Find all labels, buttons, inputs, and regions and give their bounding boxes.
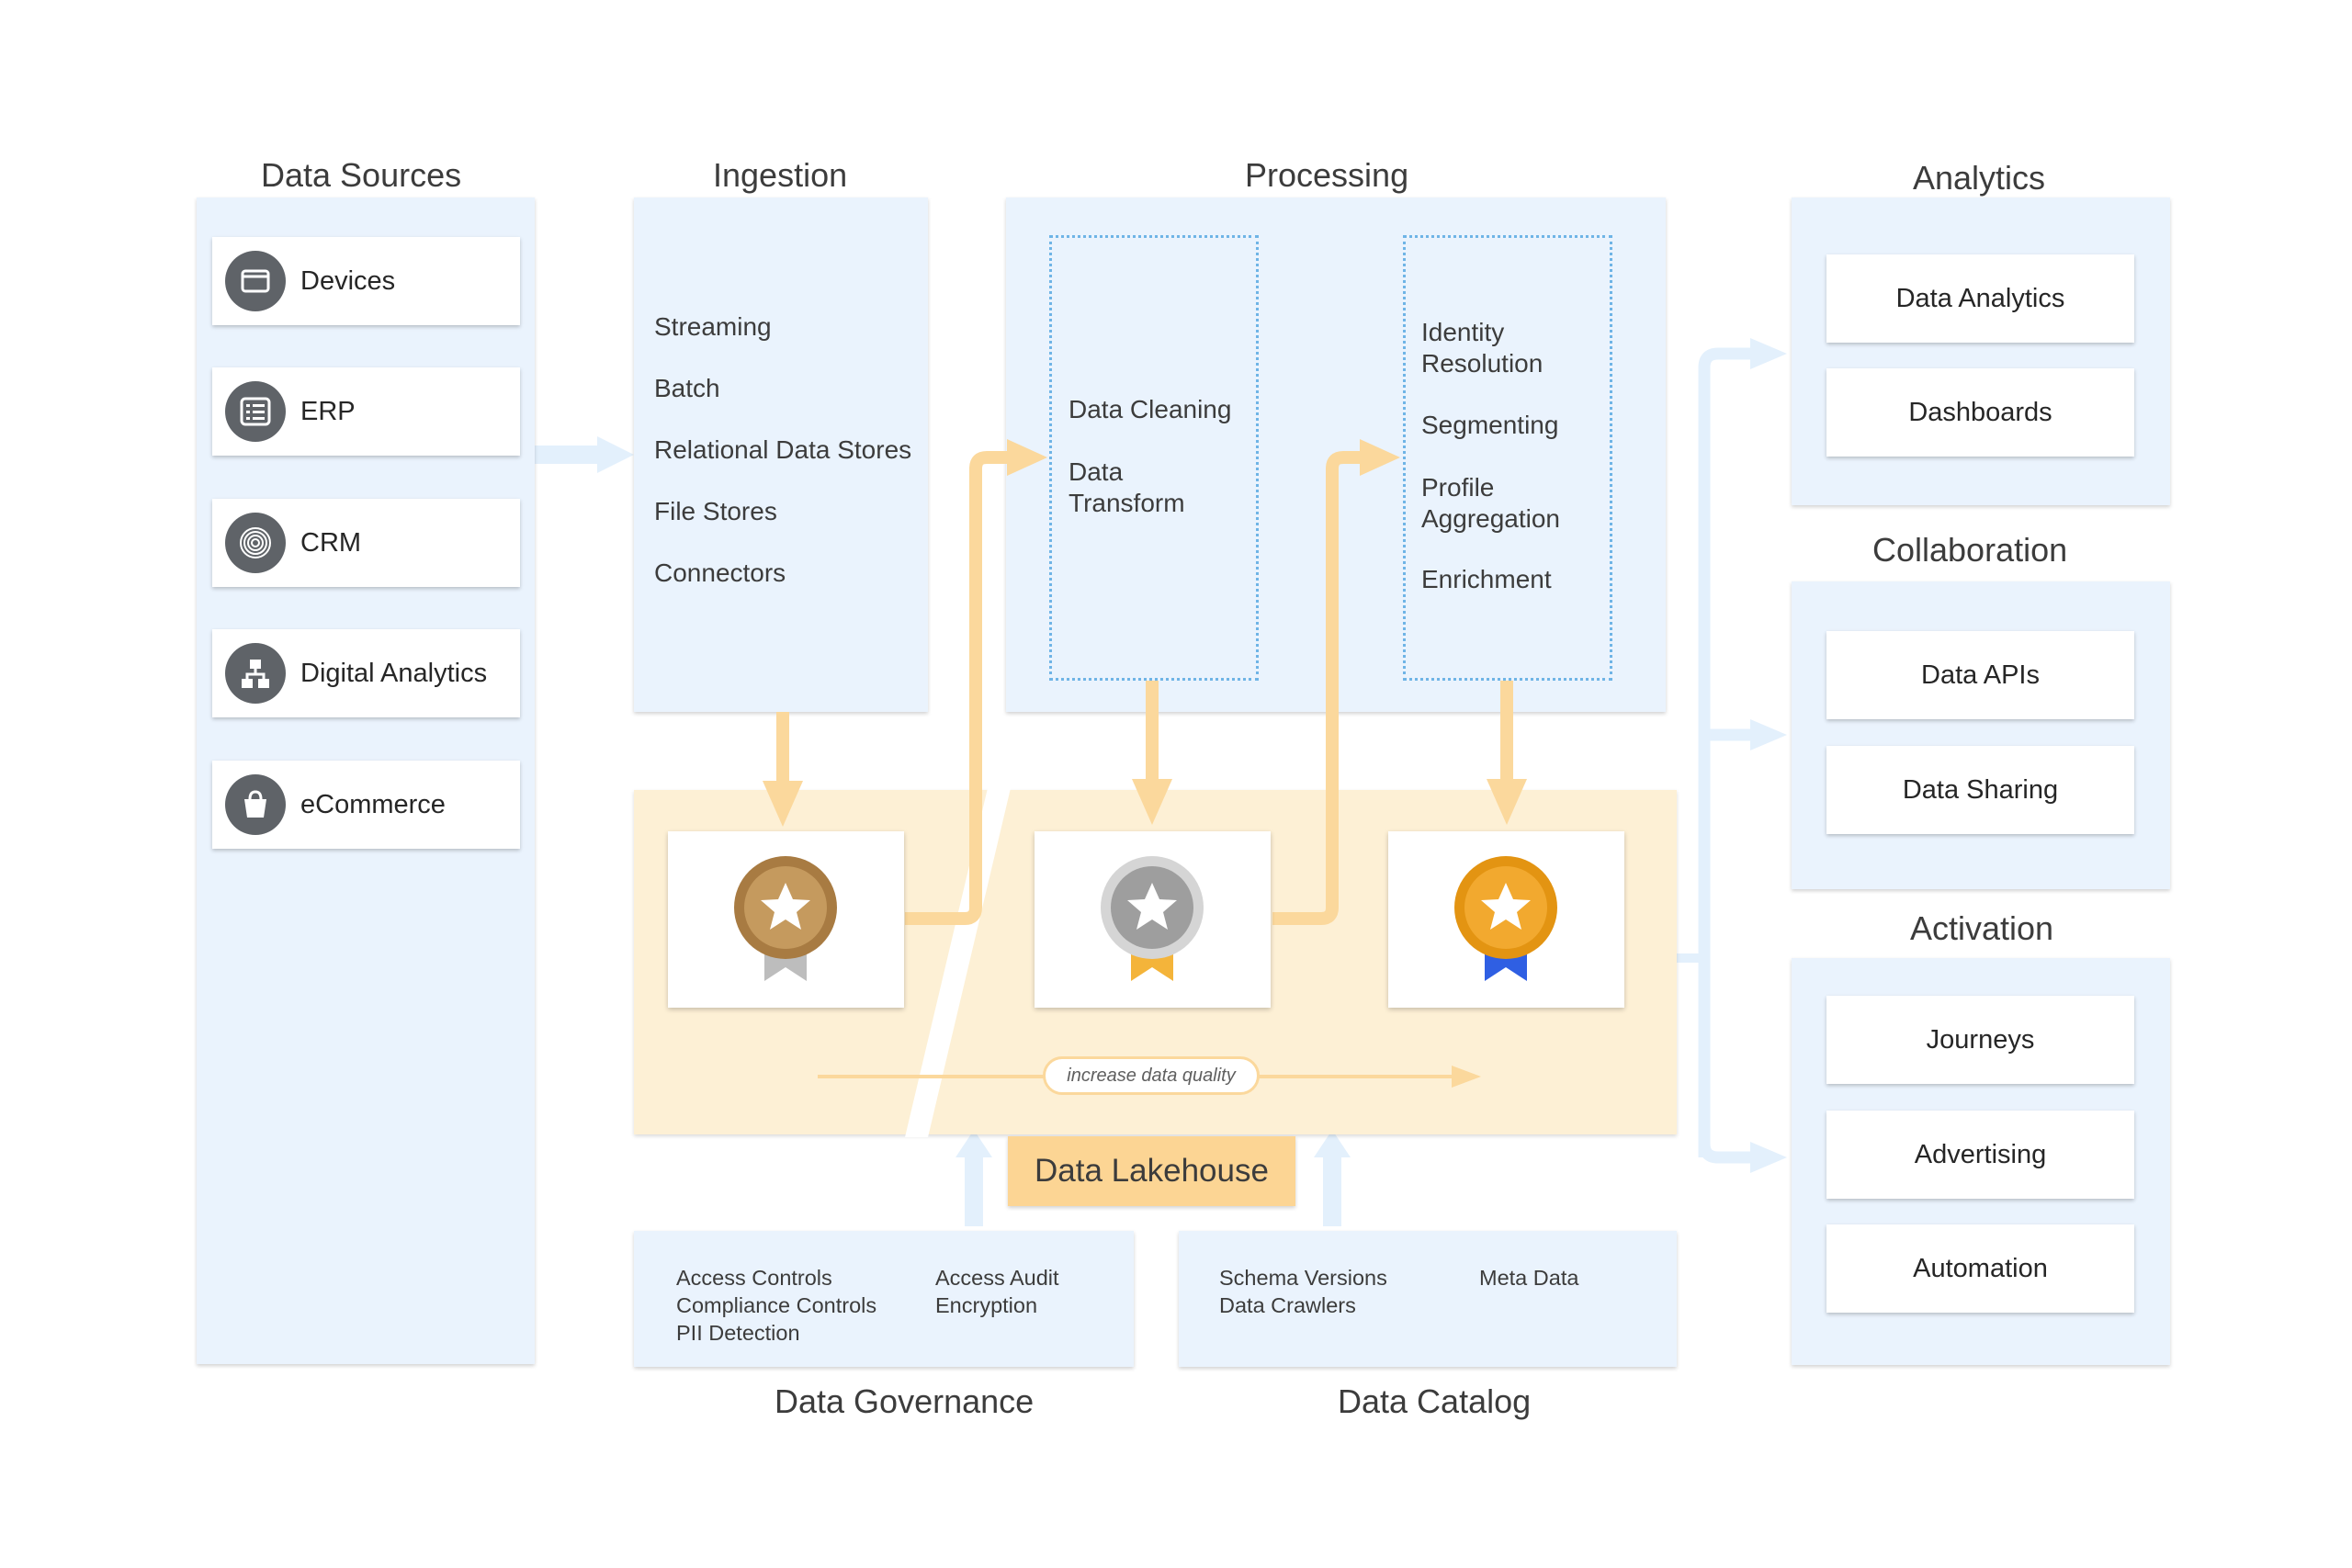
catalog-schema: Schema Versions Data Crawlers [1219,1266,1387,1317]
analytics-title: Analytics [1913,159,2046,197]
silver-medal-icon [1101,856,1204,981]
governance-audit: Access Audit Encryption [935,1266,1059,1317]
processing-step: Data Cleaning [1069,395,1232,423]
list-icon [225,381,286,442]
output-card-advertising[interactable]: Advertising [1826,1111,2134,1199]
collaboration-arrowhead [1750,719,1787,750]
sources-to-ingestion-arrow [533,436,634,473]
activation-arrowhead [1750,1142,1787,1173]
output-card-automation[interactable]: Automation [1826,1224,2134,1313]
processing-step: Identity Resolution [1421,318,1544,378]
lakehouse-output-stem [1670,953,1700,963]
source-label: Devices [300,265,396,296]
governance-controls: Access Controls Compliance Controls PII … [676,1266,877,1345]
output-card-data-sharing[interactable]: Data Sharing [1826,746,2134,834]
sitemap-icon [225,643,286,704]
silver-tier-card [1035,831,1271,1008]
output-card-data-apis[interactable]: Data APIs [1826,631,2134,719]
catalog-up-arrow [1314,1130,1351,1226]
output-card-journeys[interactable]: Journeys [1826,996,2134,1084]
fingerprint-icon [225,513,286,573]
data-catalog-title: Data Catalog [1338,1382,1532,1420]
processing-title: Processing [1245,156,1409,194]
output-card-dashboards[interactable]: Dashboards [1826,368,2134,457]
data-governance-title: Data Governance [775,1382,1035,1420]
collaboration-title: Collaboration [1872,531,2068,569]
monitor-icon [225,251,286,311]
source-label: eCommerce [300,789,446,819]
gold-medal-icon [1454,856,1557,981]
ingestion-item: Relational Data Stores [654,435,912,464]
output-label: Data Sharing [1902,774,2059,805]
data-sources-title: Data Sources [261,156,462,194]
output-label: Data Analytics [1895,283,2065,313]
source-label: ERP [300,396,356,426]
processing-step: Profile Aggregation [1421,473,1561,533]
gold-tier-card [1388,831,1624,1008]
catalog-metadata: Meta Data [1479,1266,1579,1290]
ingestion-item: Batch [654,374,720,402]
ingestion-item: Connectors [654,558,786,587]
source-label: CRM [300,527,362,558]
quality-label: increase data quality [1067,1065,1236,1086]
analytics-panel [1792,197,2170,505]
source-card-erp[interactable]: ERP [212,367,520,456]
processing-step: Enrichment [1421,565,1552,593]
bronze-tier-card [668,831,904,1008]
output-card-data-analytics[interactable]: Data Analytics [1826,254,2134,343]
quality-pill: increase data quality [1043,1056,1260,1095]
processing-step: Data Transform [1069,457,1185,517]
ingestion-item: File Stores [654,497,777,525]
cleaning-zone [1049,235,1259,681]
source-label: Digital Analytics [300,658,488,688]
source-card-ecommerce[interactable]: eCommerce [212,761,520,849]
source-card-devices[interactable]: Devices [212,237,520,325]
lakehouse-label: Data Lakehouse [1035,1153,1269,1189]
resolution-zone [1403,235,1612,681]
shopping-bag-icon [225,774,286,835]
output-label: Automation [1913,1253,2048,1283]
activation-title: Activation [1910,909,2054,947]
lakehouse-divider [905,788,1011,1137]
source-card-digital-analytics[interactable]: Digital Analytics [212,629,520,717]
source-card-crm[interactable]: CRM [212,499,520,587]
lakehouse-label-box: Data Lakehouse [1008,1136,1295,1206]
bronze-medal-icon [734,856,837,981]
output-spine [1698,347,1755,1157]
governance-panel [634,1231,1134,1367]
output-label: Advertising [1914,1139,2047,1169]
catalog-panel [1179,1231,1677,1367]
processing-step: Segmenting [1421,411,1559,439]
collaboration-panel [1792,581,2170,889]
ingestion-panel [634,197,928,712]
output-label: Dashboards [1908,397,2052,427]
output-label: Data APIs [1921,660,2040,690]
ingestion-item: Streaming [654,312,772,341]
output-label: Journeys [1926,1024,2035,1055]
analytics-arrowhead [1750,338,1787,369]
governance-up-arrow [956,1130,992,1226]
ingestion-title: Ingestion [713,156,848,194]
